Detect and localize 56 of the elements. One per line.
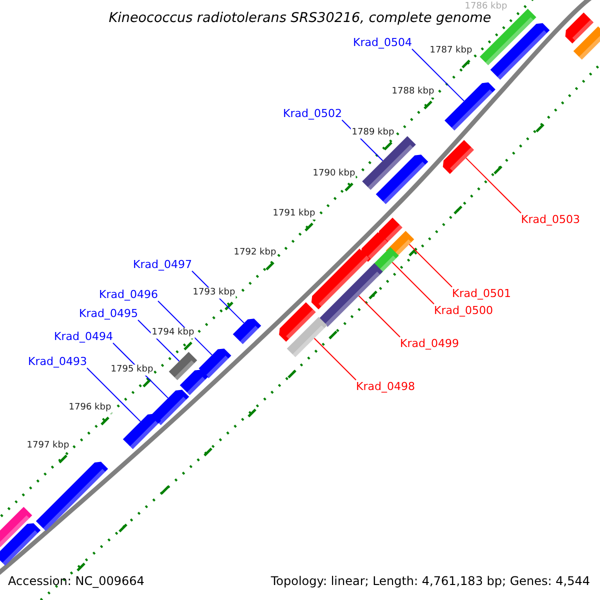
accession-text: Accession: NC_009664 [8, 574, 144, 588]
leader-line [465, 157, 522, 214]
gene-label: Krad_0494 [54, 330, 113, 343]
scale-label: 1787 kbp [428, 46, 474, 56]
feature-bar [319, 263, 383, 327]
gene-feature [311, 248, 370, 310]
gene-feature [444, 82, 496, 130]
gene-feature [360, 232, 388, 262]
scale-label: 1786 kbp [464, 2, 508, 12]
gene-feature [490, 23, 550, 80]
gene-label: Krad_0493 [28, 354, 87, 368]
scale-label: 1790 kbp [312, 168, 356, 180]
gene-feature [180, 370, 208, 396]
leader-line [392, 262, 434, 304]
scale-label: 1793 kbp [192, 288, 236, 298]
scale-label: 1788 kbp [390, 86, 436, 98]
gene-label: Krad_0503 [521, 213, 580, 226]
scale-label: 1791 kbp [272, 208, 316, 220]
gene-feature [36, 462, 108, 532]
gene-feature [150, 390, 190, 426]
gene-label: Krad_0496 [99, 288, 158, 301]
gene-label: Krad_0502 [283, 106, 342, 120]
scale-label: 1795 kbp [110, 364, 154, 376]
leader-line [138, 320, 180, 362]
genome-stats-text: Topology: linear; Length: 4,761,183 bp; Genes: 4,544 [270, 574, 590, 588]
scale-label: 1797 kbp [26, 440, 70, 452]
gene-feature [376, 154, 428, 204]
leader-line [86, 368, 142, 422]
leader-line [358, 295, 400, 338]
feature-bar [0, 506, 32, 548]
gene-feature [232, 318, 262, 344]
gene-label: Krad_0498 [356, 380, 415, 394]
gene-feature [122, 414, 162, 450]
gene-feature [0, 523, 41, 566]
gene-label: Krad_0497 [133, 258, 192, 271]
feature-bar [573, 26, 600, 60]
gene-label: Krad_0500 [434, 304, 493, 318]
gene-label: Krad_0495 [79, 306, 138, 320]
scale-label: 1794 kbp [150, 328, 196, 338]
feature-bar [286, 316, 328, 358]
scale-label: 1792 kbp [232, 248, 278, 258]
gene-label: Krad_0501 [452, 287, 511, 300]
leader-line [408, 244, 452, 288]
gene-feature [279, 302, 316, 342]
gene-feature [198, 348, 232, 378]
leader-line [412, 48, 465, 102]
title: Kineococcus radiotolerans SRS30216, complete genome [108, 10, 492, 26]
gene-feature [565, 12, 594, 44]
feature-bar [362, 136, 416, 190]
scale-label: 1796 kbp [68, 402, 112, 414]
gene-feature [442, 140, 474, 174]
gene-label: Krad_0504 [353, 36, 412, 49]
feature-bar [168, 352, 198, 380]
gene-label: Krad_0499 [400, 337, 459, 350]
scale-label: 1789 kbp [350, 128, 396, 138]
leader-line [314, 338, 356, 380]
